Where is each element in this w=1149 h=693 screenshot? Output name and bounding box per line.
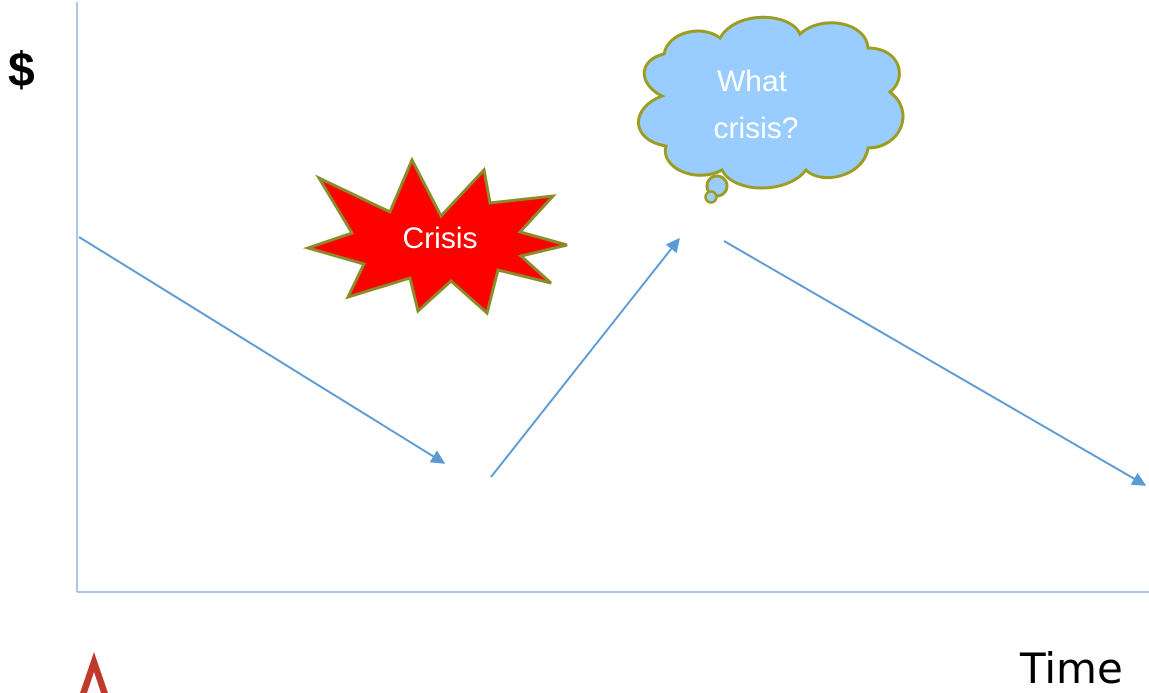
thought-line-1: What: [717, 65, 788, 98]
crisis-label: Crisis: [403, 222, 478, 255]
logo-mark-icon: [80, 652, 108, 693]
thought-cloud: What crisis?: [637, 15, 905, 204]
y-axis-label: $: [8, 44, 35, 97]
thought-bubble-small: [704, 190, 718, 204]
trend-arrow-decline-after: [723, 240, 1147, 486]
x-axis-label: Time: [1019, 644, 1123, 693]
thought-cloud-shape: [637, 15, 905, 190]
trend-arrow-decline-before-crisis: [78, 236, 446, 464]
crisis-burst-shape: [302, 156, 568, 316]
trend-arrow-recovery: [490, 237, 680, 478]
crisis-burst: Crisis: [302, 156, 568, 316]
thought-line-2: crisis?: [713, 112, 798, 145]
